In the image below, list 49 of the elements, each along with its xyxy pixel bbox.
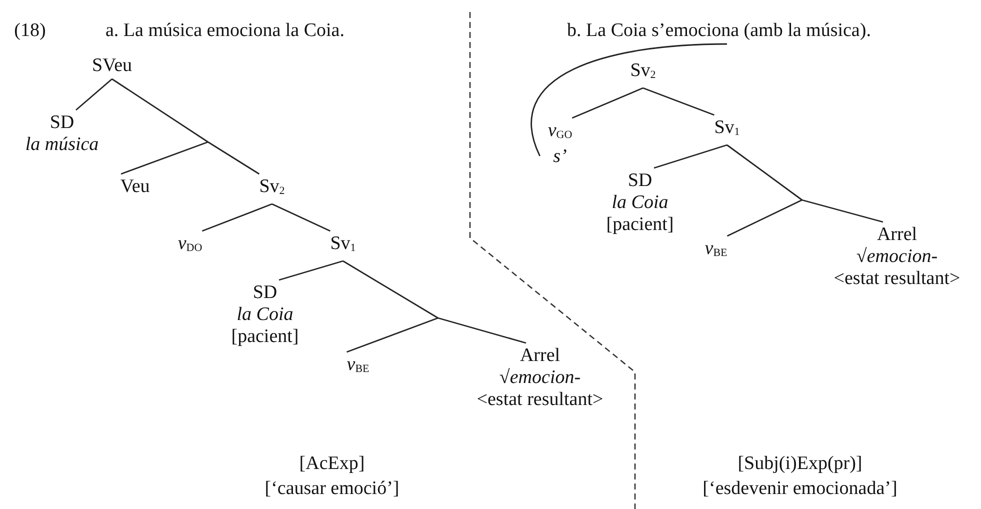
category-label: Veu [120, 176, 150, 198]
tree-label: <estat resultant> [834, 268, 960, 290]
tree-branch [642, 87, 714, 116]
category-label: SD [628, 170, 652, 192]
tree-label: √emocion- [499, 367, 581, 389]
gloss-label: [‘esdevenir emocionada’] [702, 478, 898, 500]
category-label: v$_{BE}$ [704, 238, 728, 261]
category-label: Sv$_{2}$ [630, 60, 656, 83]
tree-branch [120, 141, 208, 175]
tree-branch [438, 317, 526, 344]
tree-branch [572, 87, 644, 119]
category-label: Sv$_{1}$ [714, 117, 740, 140]
tree-branch [278, 260, 344, 281]
category-label: Arrel [876, 224, 918, 246]
tree-label: [pacient] [606, 214, 674, 236]
tree-label: la Coia [236, 304, 294, 326]
tree-label: la Coia [612, 192, 668, 214]
category-label: b. La Coia s’emociona (amb la música). [567, 20, 871, 42]
tree-branch [654, 144, 728, 169]
example-sentence: a. La música emociona la Coia. [106, 20, 344, 42]
tree-branch [726, 199, 802, 237]
tree-label: <estat resultant> [476, 389, 604, 411]
category-label: v$_{BE}$ [346, 354, 370, 377]
tree-branch [272, 203, 330, 232]
tree-branch [726, 144, 802, 201]
tree-label: [pacient] [231, 326, 299, 348]
tree-label: s’ [553, 146, 567, 168]
category-label: Sv$_{2}$ [259, 176, 285, 199]
tree-label: √emocion- [856, 246, 938, 268]
structure-label: [Subj(i)Exp(pr)] [738, 453, 862, 475]
tree-branch [802, 199, 884, 223]
tree-branch [346, 317, 438, 353]
category-label: v$_{DO}$ [178, 233, 202, 256]
tree-branch [342, 260, 438, 319]
tree-branch [76, 78, 112, 111]
category-label: SD [252, 282, 278, 304]
example-number: (18) [14, 20, 46, 42]
category-label: Arrel [520, 345, 560, 367]
category-label: Sv$_{1}$ [330, 233, 356, 256]
category-label: SD [50, 112, 74, 134]
category-label: SVeu [92, 55, 132, 77]
movement-arc [530, 43, 728, 156]
tree-label: la música [25, 134, 99, 156]
gloss-label: [‘causar emoció’] [264, 478, 400, 500]
tree-branch [208, 141, 260, 175]
category-label: v$_{GO}$ [548, 120, 572, 143]
structure-label: [AcExp] [299, 453, 365, 475]
tree-branch [112, 78, 208, 143]
tree-branch [202, 203, 272, 232]
